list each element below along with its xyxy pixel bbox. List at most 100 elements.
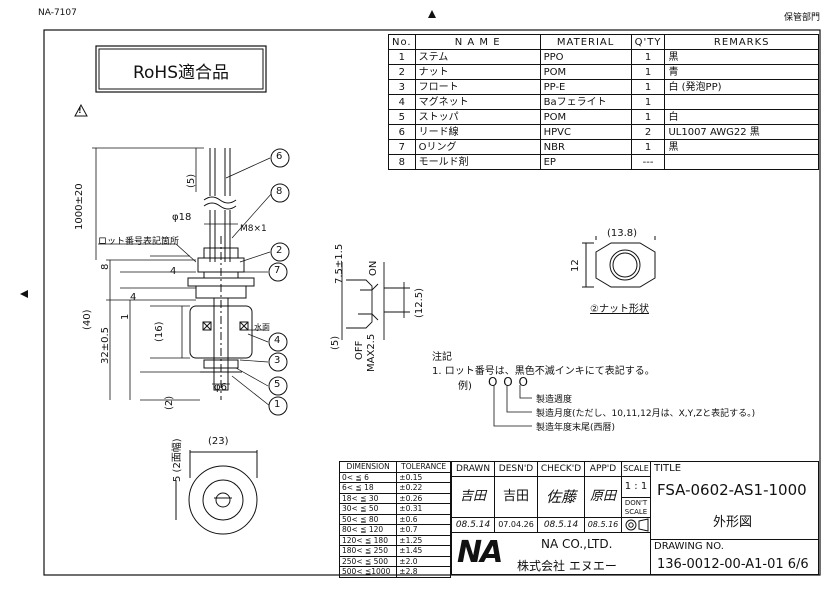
col-name: N A M E [414, 34, 541, 50]
department-label: 保管部門 [784, 13, 821, 23]
cell: 2 [630, 124, 666, 140]
balloon-6: 6 [276, 151, 283, 162]
header-code: NA-7107 [38, 8, 77, 18]
table-row: 120< ≦ 180±1.25 [338, 534, 451, 546]
dim-5-b: (5) [330, 335, 341, 350]
rohs-box-outer [95, 45, 267, 93]
col-remarks: REMARKS [664, 34, 819, 50]
lot-label-leader [98, 243, 197, 263]
approved-date: 08.5.16 [584, 517, 622, 533]
designed-signature: 吉田 [494, 476, 538, 518]
dim-max2-5: MAX2.5 [366, 333, 377, 372]
cell: 0< ≦ 6 [338, 471, 398, 483]
cell: 1 [630, 139, 666, 155]
cell: 8 [388, 154, 416, 170]
warning-triangle [74, 103, 88, 117]
part-number: FSA-0602-AS1-1000 [657, 481, 807, 499]
balloon-1: 1 [274, 399, 281, 410]
top-center-mark [428, 10, 436, 18]
cell: ±1.25 [396, 534, 451, 546]
dimension-lines [92, 147, 266, 401]
cell: ±0.6 [396, 513, 451, 525]
checked-date: 08.5.14 [537, 517, 585, 533]
tolerance-header-row: DIMENSION TOLERANCE [338, 461, 451, 473]
title-label: TITLE [654, 463, 682, 474]
dim-5-top: (5) [186, 173, 197, 188]
notes-example-label: 例) [458, 381, 472, 392]
notes-line-1: 1. ロット番号は、黒色不滅インキにて表記する。 [432, 366, 655, 377]
dim-32: 32±0.5 [100, 326, 111, 364]
dim-m8: M8×1 [240, 224, 267, 234]
dim-16: (16) [154, 321, 165, 342]
notes-heading: 注記 [432, 352, 452, 363]
cell: ±0.26 [396, 492, 451, 504]
dim-13-8: (13.8) [607, 228, 638, 239]
balloon-8: 8 [276, 186, 283, 197]
balloon-2: 2 [276, 245, 283, 256]
table-row: 180< ≦ 250±1.45 [338, 545, 451, 557]
cell: ±0.7 [396, 524, 451, 536]
dont-scale-note: DON'T SCALE [621, 497, 651, 518]
dim-4-b: 4 [130, 292, 137, 303]
cell: 18< ≦ 30 [338, 492, 398, 504]
cell: 4 [388, 94, 416, 110]
drawing-number-label: DRAWING NO. [654, 541, 724, 552]
company-name-jp: 株式会社 エヌエー [517, 559, 617, 573]
cell: 500< ≦1000 [338, 566, 398, 578]
legend-month: 製造月度(ただし、10,11,12月は、X,Y,Zと表記する。) [536, 409, 756, 419]
cell: ストッパ [414, 109, 541, 125]
dim-4-a: 4 [170, 266, 177, 277]
company-logo: NA [457, 535, 503, 570]
drawing-subtitle: 外形図 [713, 515, 753, 530]
drawn-date: 08.5.14 [451, 517, 495, 533]
balloon-leaders [225, 157, 273, 407]
nut-shape [582, 236, 656, 288]
dim-2: (2) [164, 395, 175, 410]
notes-example-code: O O O [488, 375, 529, 389]
cell: モールド剤 [414, 154, 541, 170]
approved-label: APP'D [584, 461, 622, 477]
cell: 6< ≦ 18 [338, 482, 398, 494]
balloon-5: 5 [274, 379, 281, 390]
rohs-box-inner [98, 48, 264, 90]
cell: 黒 [664, 139, 819, 155]
cell: フロート [414, 79, 541, 95]
cell: 1 [630, 94, 666, 110]
cell: 5 [388, 109, 416, 125]
cell: 1 [630, 109, 666, 125]
water-surface-label: 水面 [254, 323, 270, 332]
cell: --- [630, 154, 666, 170]
cell: ±1.45 [396, 545, 451, 557]
table-row: 0< ≦ 6±0.15 [338, 471, 451, 483]
switch-on-label: ON [368, 260, 379, 276]
table-row: 80< ≦ 120±0.7 [338, 524, 451, 536]
cell: リード線 [414, 124, 541, 140]
cell: 6 [388, 124, 416, 140]
cell: 120< ≦ 180 [338, 534, 398, 546]
cell: 1 [388, 49, 416, 65]
checked-label: CHECK'D [537, 461, 585, 477]
designed-label: DESN'D [494, 461, 538, 477]
parts-header-row: No. N A M E MATERIAL Q'TY REMARKS [388, 34, 819, 50]
cell: 30< ≦ 50 [338, 503, 398, 515]
dim-phi18: φ18 [172, 212, 192, 223]
drawing-number-cell [650, 539, 819, 575]
switch-detail [341, 262, 410, 340]
balloon-7: 7 [274, 265, 281, 276]
cell: POM [539, 64, 632, 80]
col-material: MATERIAL [539, 34, 632, 50]
col-dimension: DIMENSION [338, 461, 398, 473]
lead-wires [203, 148, 237, 262]
cell: 50< ≦ 80 [338, 513, 398, 525]
table-row: 50< ≦ 80±0.6 [338, 513, 451, 525]
col-qty: Q'TY [630, 34, 666, 50]
cell: 180< ≦ 250 [338, 545, 398, 557]
dim-23: (23) [208, 436, 229, 447]
lot-number-location: ロット番号表記箇所 [98, 237, 180, 247]
projection-symbol-cell [621, 517, 651, 533]
